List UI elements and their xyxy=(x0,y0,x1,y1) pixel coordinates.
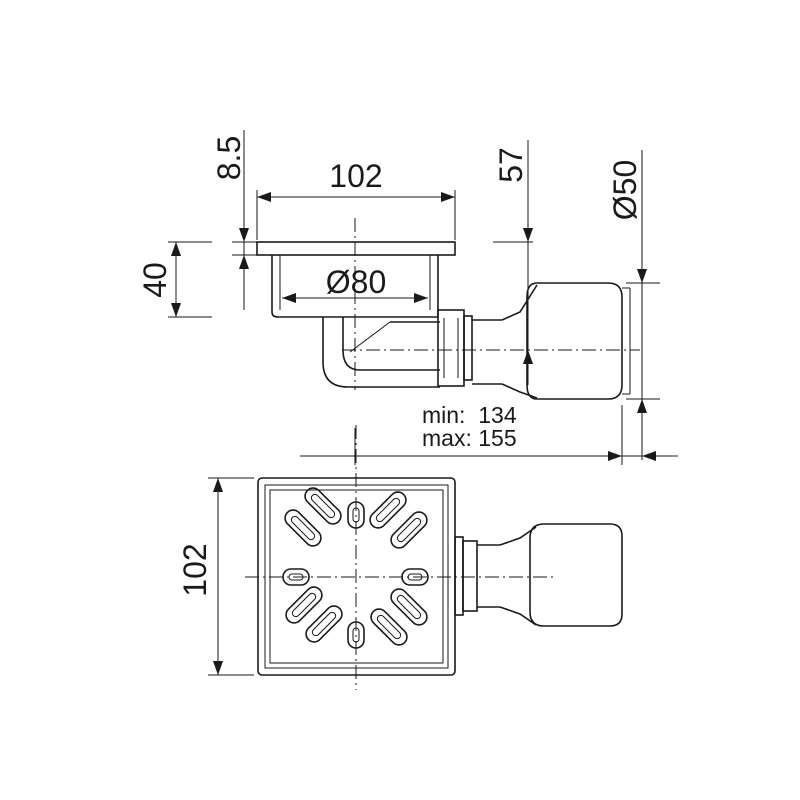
side-view xyxy=(256,218,640,400)
body-height-label: 40 xyxy=(137,262,173,298)
outlet-diameter-label: Ø50 xyxy=(607,160,643,220)
length-max-label: max: 155 xyxy=(422,425,517,451)
outlet-adapter-top xyxy=(529,523,623,627)
outlet-adapter xyxy=(526,282,623,400)
grate-size-label: 102 xyxy=(177,543,213,596)
flange xyxy=(256,241,456,256)
length-min-label: min: 134 xyxy=(422,402,517,428)
grate-dimension xyxy=(208,477,254,676)
connection-nut xyxy=(437,309,465,387)
outlet-height-label: 57 xyxy=(493,147,529,183)
top-view xyxy=(245,425,623,690)
elbow-pipe xyxy=(322,317,440,388)
dimension-lines xyxy=(168,130,678,465)
flange-width-label: 102 xyxy=(329,158,382,194)
drain-body xyxy=(271,255,439,318)
flange-thickness-label: 8.5 xyxy=(211,136,247,180)
body-diameter-label: Ø80 xyxy=(326,264,386,300)
